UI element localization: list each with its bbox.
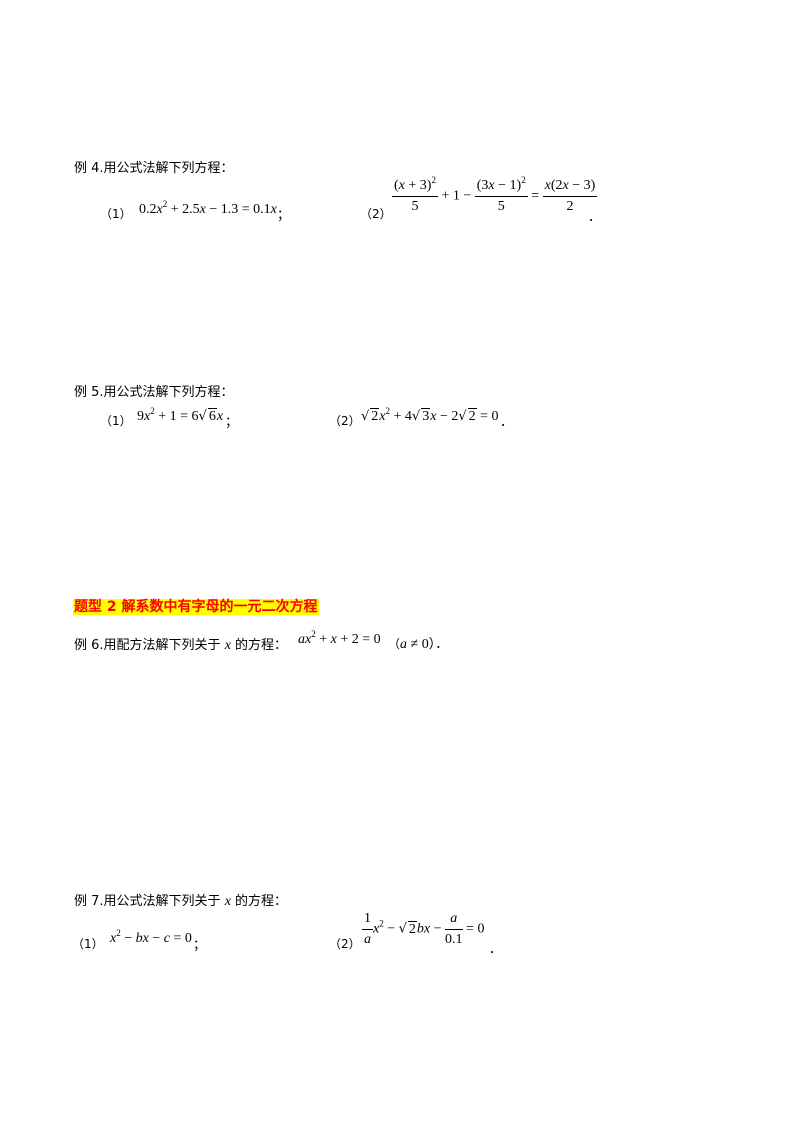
example-5-equation-2: √2x2 + 4√3x − 2√2 = 0 (361, 406, 499, 425)
example-6-equation: ax2 + x + 2 = 0 (298, 629, 381, 648)
example-5-item-2-end: ． (500, 415, 514, 430)
example-7-item-1-end: ； (193, 938, 207, 953)
example-7-item-2-label: （2） (329, 937, 361, 951)
example-6-cond-close: ）． (428, 637, 449, 652)
example-7-title-text: 例 7.用公式法解下列关于 (74, 894, 221, 909)
example-4-title: 例 4.用公式法解下列方程： (74, 161, 234, 176)
example-6-variable: x (224, 638, 231, 653)
example-4-item-1-end: ； (277, 208, 291, 223)
example-7-equation-1: x2 − bx − c = 0 (110, 928, 192, 947)
example-4-item-2-end: ． (588, 210, 602, 225)
example-7-title: 例 7.用公式法解下列关于 x 的方程： (74, 890, 287, 910)
example-5-item-2-label: （2） (329, 414, 361, 428)
example-6-title: 例 6.用配方法解下列关于 x 的方程： (74, 634, 287, 654)
example-6-title-after: 的方程： (235, 638, 288, 653)
example-5-equation-1: 9x2 + 1 = 6√6x (137, 406, 224, 425)
section-heading: 题型 2 解系数中有字母的一元二次方程 (73, 596, 319, 616)
example-6-title-text: 例 6.用配方法解下列关于 (74, 638, 221, 653)
section-heading-text: 题型 2 解系数中有字母的一元二次方程 (73, 599, 319, 615)
example-7-item-1-label: （1） (72, 937, 104, 951)
example-7-variable: x (224, 894, 231, 909)
example-5-title: 例 5.用公式法解下列方程： (74, 385, 234, 400)
example-6-condition: （a ≠ 0）． (388, 637, 449, 652)
example-4-item-2-label: （2） (360, 207, 392, 221)
example-5-item-1-end: ； (225, 415, 239, 430)
example-6-cond-open: （ (388, 637, 401, 651)
example-7-title-after: 的方程： (235, 894, 288, 909)
example-7-item-2-end: ． (489, 942, 503, 957)
example-4-equation-1: 0.2x2 + 2.5x − 1.3 = 0.1x (139, 199, 277, 218)
example-5-item-1-label: （1） (100, 414, 132, 428)
example-4-item-1-label: （1） (100, 207, 132, 221)
